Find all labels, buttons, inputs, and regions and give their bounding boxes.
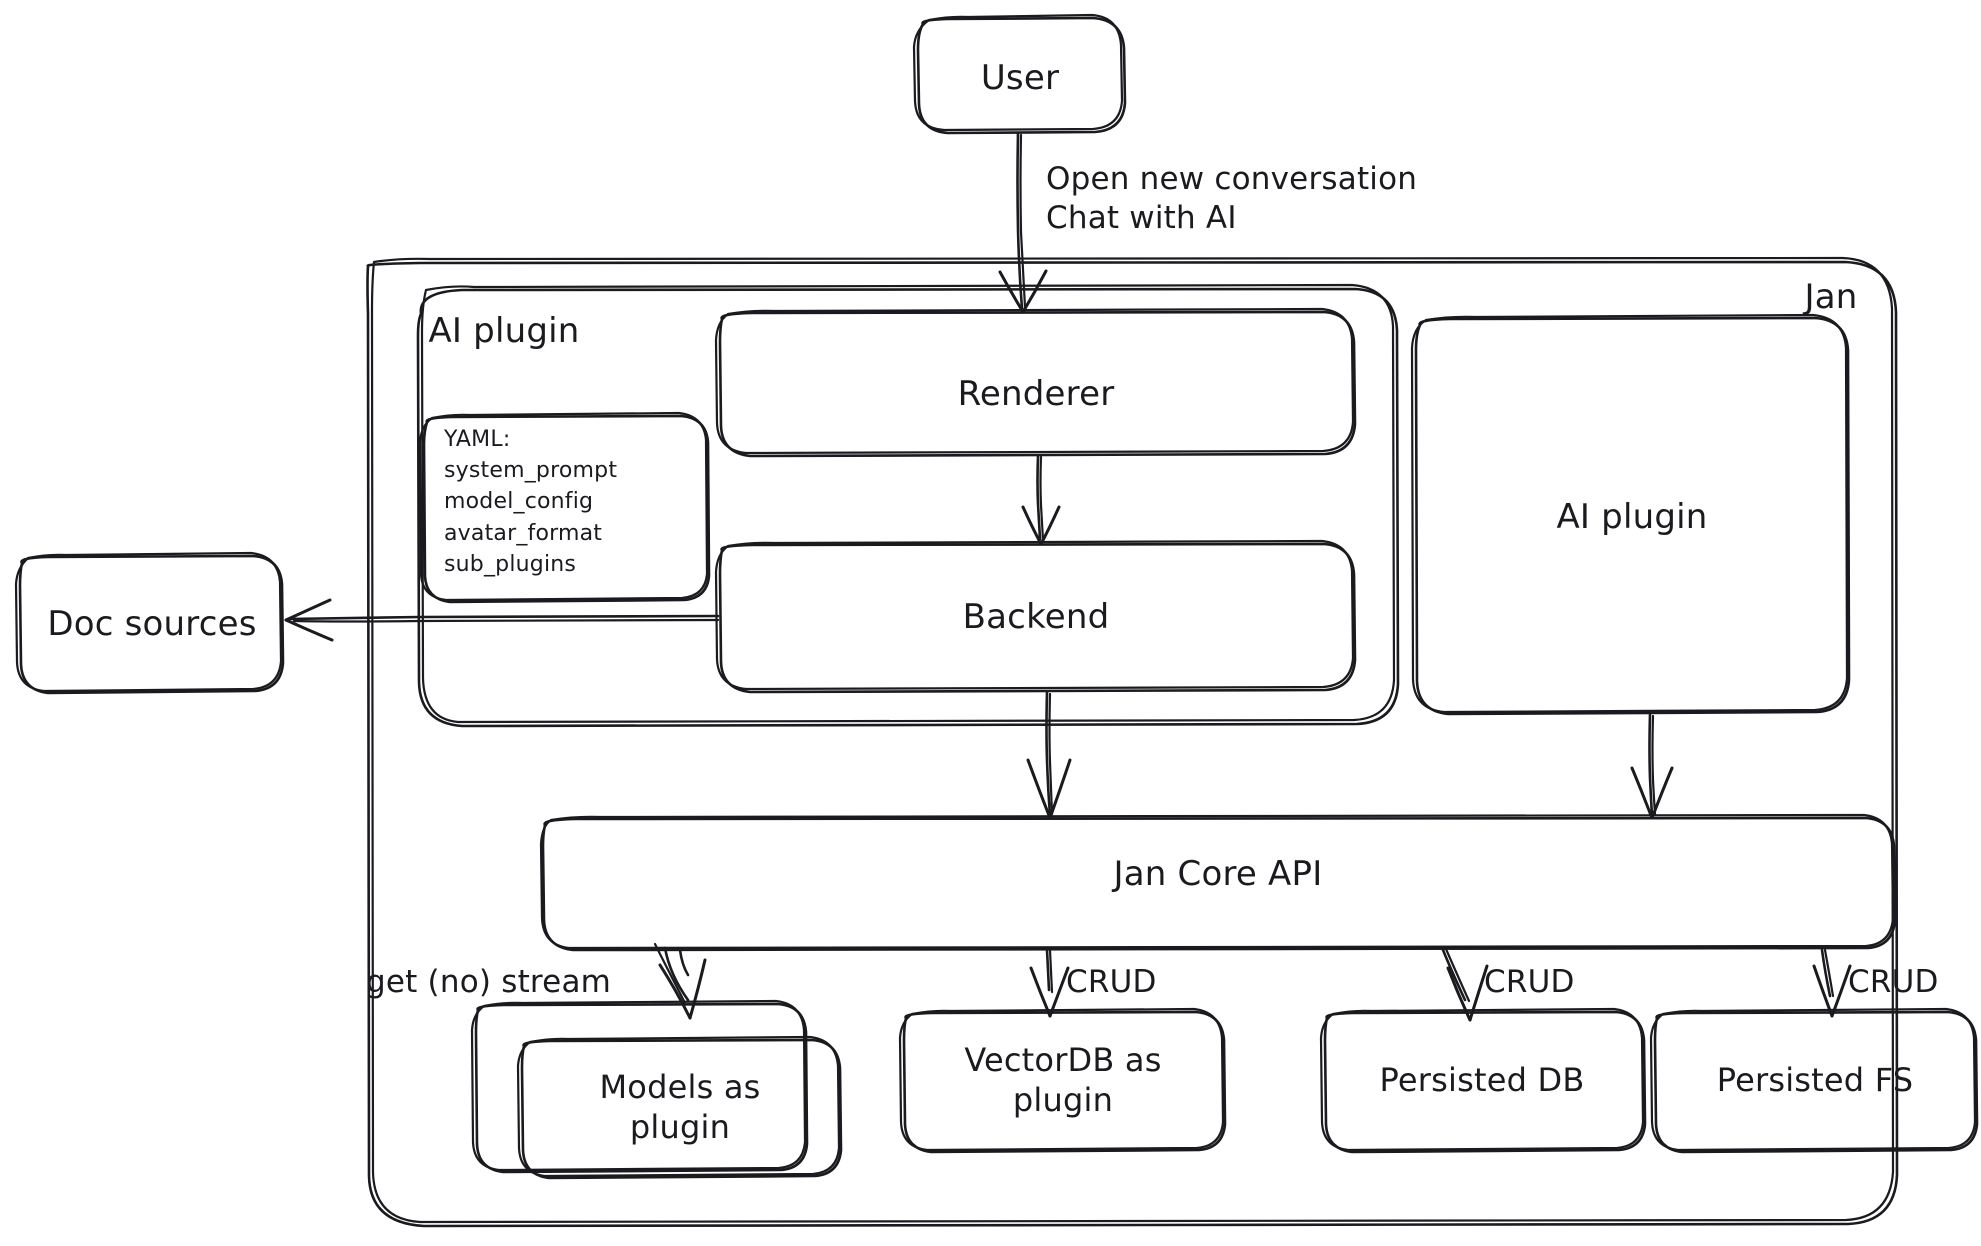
node-doc-sources-label[interactable]: Doc sources	[47, 603, 257, 644]
node-models-plugin-shape	[470, 999, 843, 1180]
node-models-plugin-label[interactable]: Models as plugin	[599, 1068, 761, 1146]
node-persisted-db-label[interactable]: Persisted DB	[1379, 1061, 1585, 1099]
edge-label-core-to-models: get (no) stream	[366, 964, 612, 1000]
edge-core-to-persisted-fs	[1812, 948, 1852, 1018]
node-user-shape	[912, 13, 1127, 135]
node-persisted-fs-shape	[1649, 1007, 1979, 1154]
edge-backend-to-core	[1026, 690, 1072, 820]
yaml-note-text: YAML: system_prompt model_config avatar_…	[444, 427, 618, 577]
edge-label-core-to-vectordb: CRUD	[1066, 964, 1157, 1000]
node-doc-sources-shape	[14, 551, 285, 695]
node-persisted-fs-label[interactable]: Persisted FS	[1716, 1061, 1914, 1099]
edge-ai-plugin-to-core	[1630, 712, 1674, 820]
edge-label-user-to-renderer: Open new conversation Chat with AI	[1046, 161, 1418, 236]
group-ai-plugin-container	[416, 283, 1400, 728]
node-jan-core-api-label[interactable]: Jan Core API	[1113, 853, 1323, 894]
node-backend-label[interactable]: Backend	[962, 596, 1110, 637]
edge-core-to-models	[653, 942, 707, 1020]
node-backend-shape	[714, 539, 1357, 694]
node-ai-plugin-shape	[1410, 313, 1851, 716]
node-vectordb-plugin-label[interactable]: VectorDB as plugin	[964, 1041, 1162, 1119]
node-vectordb-plugin-shape	[898, 1007, 1227, 1154]
group-label-ai-plugin: AI plugin	[428, 310, 580, 351]
edge-renderer-to-backend	[1021, 454, 1061, 546]
node-jan-core-api-shape	[539, 813, 1897, 952]
node-yaml-note-shape	[418, 411, 711, 604]
node-persisted-db-shape	[1319, 1007, 1647, 1154]
edge-label-core-to-persisted-db: CRUD	[1484, 964, 1575, 1000]
group-label-jan: Jan	[1804, 276, 1858, 317]
edge-core-to-persisted-db	[1441, 947, 1489, 1022]
node-ai-plugin-label[interactable]: AI plugin	[1556, 496, 1708, 537]
node-renderer-label[interactable]: Renderer	[957, 373, 1115, 414]
edge-core-to-vectordb	[1029, 948, 1070, 1018]
edge-backend-to-doc-sources	[284, 598, 720, 642]
node-user-label[interactable]: User	[980, 57, 1060, 98]
edge-user-to-renderer	[998, 131, 1048, 314]
edge-label-core-to-persisted-fs: CRUD	[1848, 964, 1939, 1000]
group-jan-container	[366, 256, 1899, 1228]
node-renderer-shape	[714, 307, 1357, 458]
